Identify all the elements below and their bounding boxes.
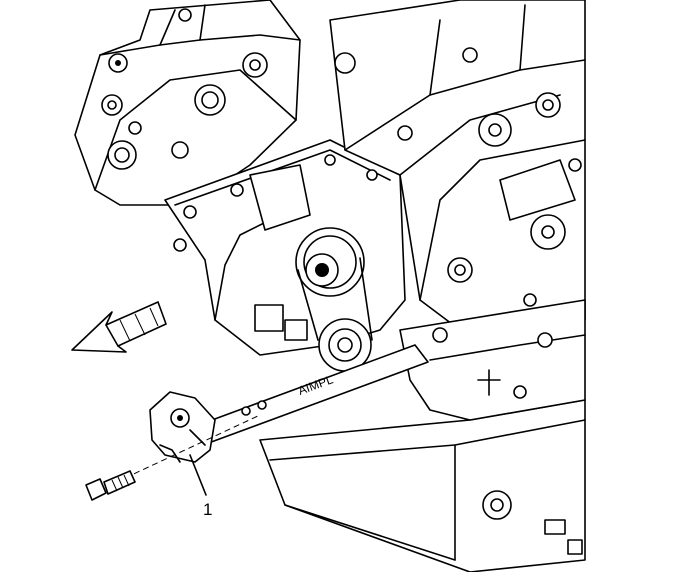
- right-cylinder-head: [329, 0, 586, 341]
- left-cylinder-head: [74, 0, 301, 206]
- left-arrow-icon: [71, 301, 167, 353]
- oil-pan: [259, 399, 586, 572]
- engine-block: [164, 139, 406, 356]
- timing-sprocket-upper: [295, 227, 365, 297]
- front-cover: [399, 299, 586, 421]
- bolt-icon: [85, 470, 136, 501]
- sensor-bracket: [149, 391, 216, 463]
- install-axis-line: [124, 414, 261, 479]
- timing-chain: [297, 257, 373, 341]
- callout-leader-1: [189, 454, 207, 496]
- callout-label-1: 1: [203, 500, 212, 519]
- timing-sprocket-lower: [318, 318, 372, 372]
